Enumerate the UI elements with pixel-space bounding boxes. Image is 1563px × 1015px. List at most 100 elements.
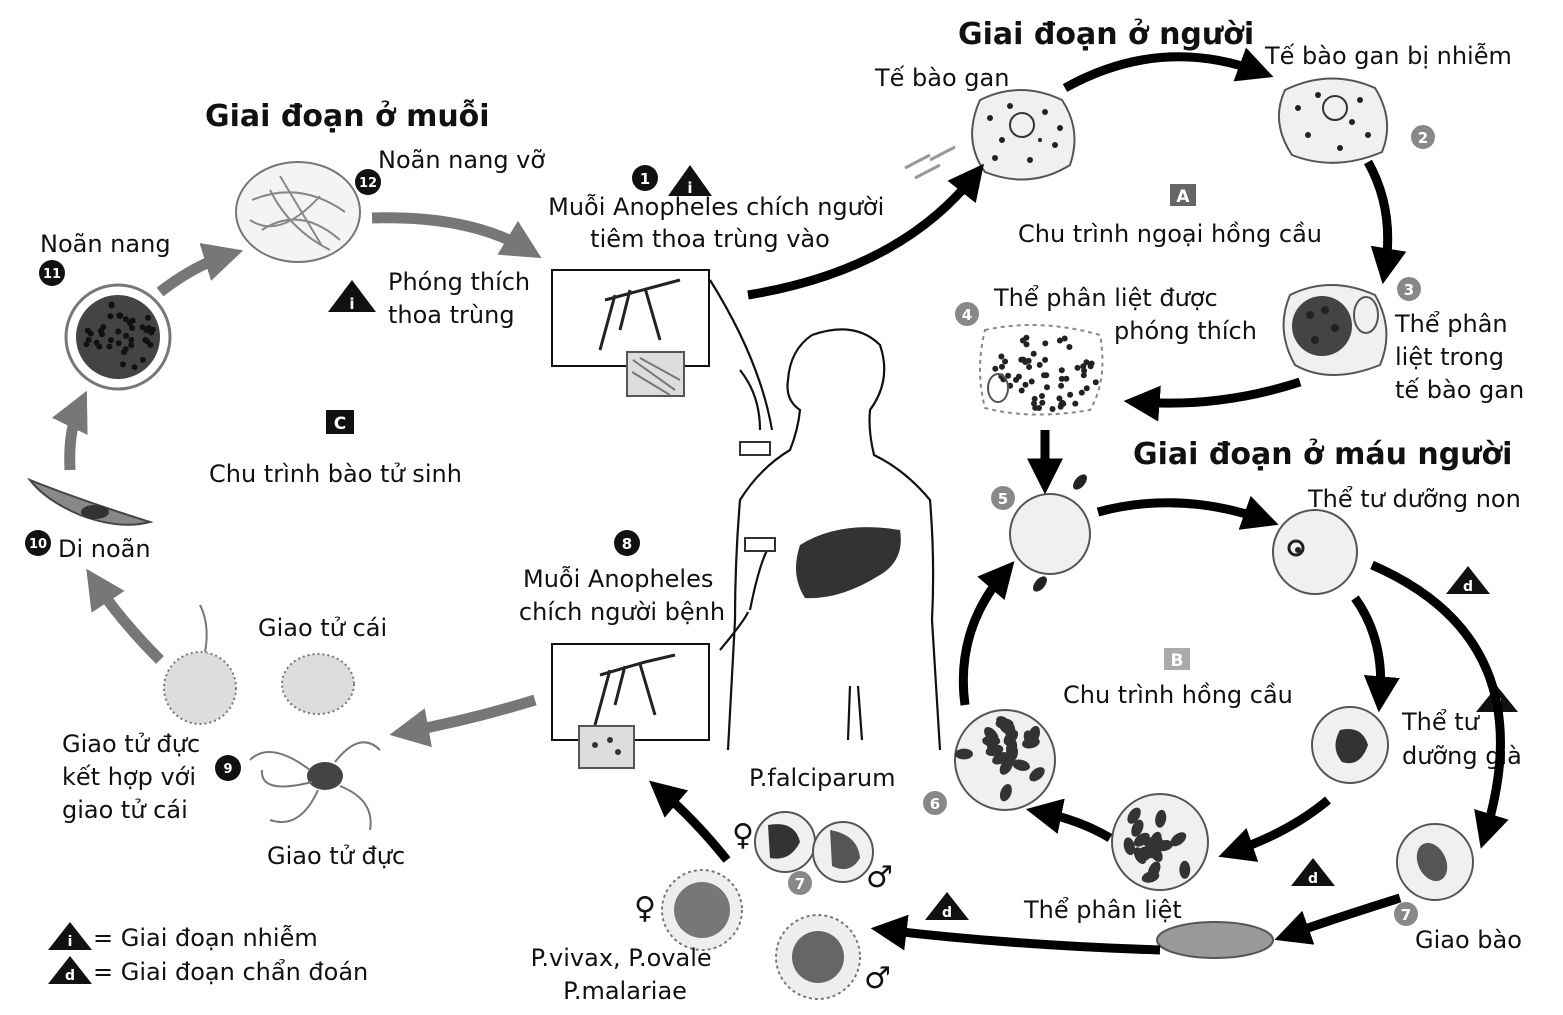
- diagnostic-marker-4-letter: d: [942, 905, 952, 921]
- texture-dot: [120, 361, 126, 367]
- texture-dot: [145, 315, 151, 321]
- step-1-marker: 1: [632, 165, 658, 191]
- label-released-schizont-line2: phóng thích: [1114, 317, 1257, 345]
- legend-infective-label: = Giai đoạn nhiễm: [93, 923, 318, 952]
- young-trophozoite-cell: [1273, 510, 1357, 594]
- cycle-c: C Chu trình bào tử sinh: [209, 410, 462, 488]
- texture-dot: [1058, 383, 1064, 389]
- sporozoite-streaks: [905, 147, 955, 178]
- female-symbol-1: ♀: [732, 818, 754, 853]
- label-oocyst-rupture: Noãn nang vỡ: [378, 146, 545, 174]
- cycle-b: B Chu trình hồng cầu: [1063, 648, 1293, 709]
- texture-dot: [1018, 357, 1024, 363]
- arrow-rupture-to-bite: [372, 218, 528, 250]
- texture-dot: [1044, 384, 1050, 390]
- legend-infective-badge: i: [68, 934, 73, 950]
- label-infected-liver-cell: Tế bào gan bị nhiễm: [1264, 41, 1512, 70]
- texture-dot: [123, 333, 129, 339]
- texture-dot: [150, 327, 156, 333]
- arrow-fertilization-to-ookinete: [95, 582, 160, 660]
- step-10-number: 10: [29, 537, 47, 552]
- texture-dot: [1013, 377, 1019, 383]
- label-ookinete: Di noãn: [58, 535, 151, 563]
- label-release-sporozoite: Phóng thích thoa trùng: [388, 268, 538, 329]
- step-6-cell: [955, 710, 1055, 810]
- legend-diagnostic-badge: d: [65, 968, 75, 984]
- cycle-c-badge: C: [334, 414, 346, 434]
- label-liver-schizont-line1: Thể phân: [1394, 310, 1508, 338]
- label-fertilization: Giao tử đực kết hợp với giao tử cái: [62, 730, 208, 824]
- texture-dot: [1026, 364, 1032, 370]
- arrow-old-to-schizont: [1232, 800, 1328, 852]
- label-p-falciparum: P.falciparum: [749, 764, 895, 792]
- legend-infective: i = Giai đoạn nhiễm: [48, 922, 318, 952]
- liver-schizont-cell: [1284, 285, 1387, 375]
- label-bite-patient-line2: chích người bệnh: [519, 598, 725, 626]
- legend-diagnostic-label: = Giai đoạn chẩn đoán: [93, 958, 368, 986]
- label-oocyst: Noãn nang: [40, 230, 171, 258]
- cycle-c-label: Chu trình bào tử sinh: [209, 460, 462, 488]
- arrow-young-to-gametocyte: [1372, 565, 1500, 835]
- vivax-male-gametocyte: [776, 915, 860, 999]
- schizont-elongated: [1157, 922, 1273, 958]
- texture-dot: [1179, 861, 1190, 879]
- step-9-marker: 9: [215, 755, 241, 781]
- texture-dot: [1059, 367, 1065, 373]
- label-fertilization-line2: kết hợp với: [62, 763, 196, 791]
- step-7-marker-left: 7: [788, 871, 812, 895]
- label-liver-schizont: Thể phân liệt trong tế bào gan: [1394, 310, 1524, 404]
- arrow-young-to-old: [1355, 598, 1381, 698]
- label-bite-patient: Muỗi Anopheles chích người bệnh: [519, 564, 725, 626]
- label-female-gamete: Giao tử cái: [258, 614, 387, 642]
- step-7-marker-right: 7: [1394, 902, 1418, 926]
- texture-dot: [140, 357, 146, 363]
- label-bite-patient-line1: Muỗi Anopheles: [523, 564, 713, 593]
- step-3-marker: 3: [1397, 277, 1421, 301]
- texture-dot: [109, 302, 115, 308]
- label-release-sporozoite-line2: thoa trùng: [388, 301, 515, 329]
- step-11-marker: 11: [39, 260, 65, 286]
- male-symbol-2: ♂: [864, 961, 891, 996]
- step-8-marker: 8: [614, 530, 640, 556]
- texture-dot: [1083, 359, 1089, 365]
- legend-diagnostic: d = Giai đoạn chẩn đoán: [48, 956, 368, 986]
- gametocyte-cell: [1397, 824, 1473, 900]
- texture-dot: [117, 313, 123, 319]
- diagnostic-marker-3-letter: d: [1308, 871, 1318, 887]
- old-trophozoite-cell: [1312, 707, 1388, 783]
- texture-dot: [1072, 401, 1078, 407]
- texture-dot: [1031, 351, 1037, 357]
- texture-dot: [1002, 359, 1008, 365]
- arrow-ookinete-to-oocyst: [70, 405, 80, 470]
- oocyst: [66, 285, 170, 389]
- arrow-schizont-to-release: [1138, 382, 1300, 403]
- texture-dot: [1037, 362, 1043, 368]
- step-5-cell: [1010, 472, 1090, 594]
- texture-dot: [999, 364, 1005, 370]
- schizont-cell: [1112, 794, 1208, 890]
- cycle-b-badge: B: [1171, 651, 1184, 671]
- legend: i = Giai đoạn nhiễm d = Giai đoạn chẩn đ…: [48, 922, 368, 986]
- texture-dot: [992, 366, 998, 372]
- texture-dot: [1062, 336, 1068, 342]
- texture-dot: [1067, 392, 1073, 398]
- fertilization-cell: [164, 605, 236, 724]
- texture-dot: [123, 346, 129, 352]
- label-liver-schizont-line3: tế bào gan: [1395, 376, 1524, 404]
- label-bite-inject-line1: Muỗi Anopheles chích người: [548, 192, 884, 221]
- texture-dot: [1031, 401, 1037, 407]
- texture-dot: [116, 340, 122, 346]
- label-p-vivax-line2: P.malariae: [563, 977, 687, 1005]
- cycle-a-badge: A: [1176, 187, 1190, 207]
- texture-dot: [1029, 379, 1035, 385]
- step-2-number: 2: [1418, 129, 1428, 147]
- arrow-5-to-young: [1098, 503, 1265, 520]
- texture-dot: [1084, 385, 1090, 391]
- infective-marker-release-letter: i: [349, 295, 354, 313]
- texture-dot: [88, 331, 94, 337]
- step-6-marker: 6: [923, 791, 947, 815]
- male-gamete: [250, 742, 380, 830]
- arrow-oocyst-to-rupture: [160, 255, 228, 292]
- texture-dot: [1019, 388, 1025, 394]
